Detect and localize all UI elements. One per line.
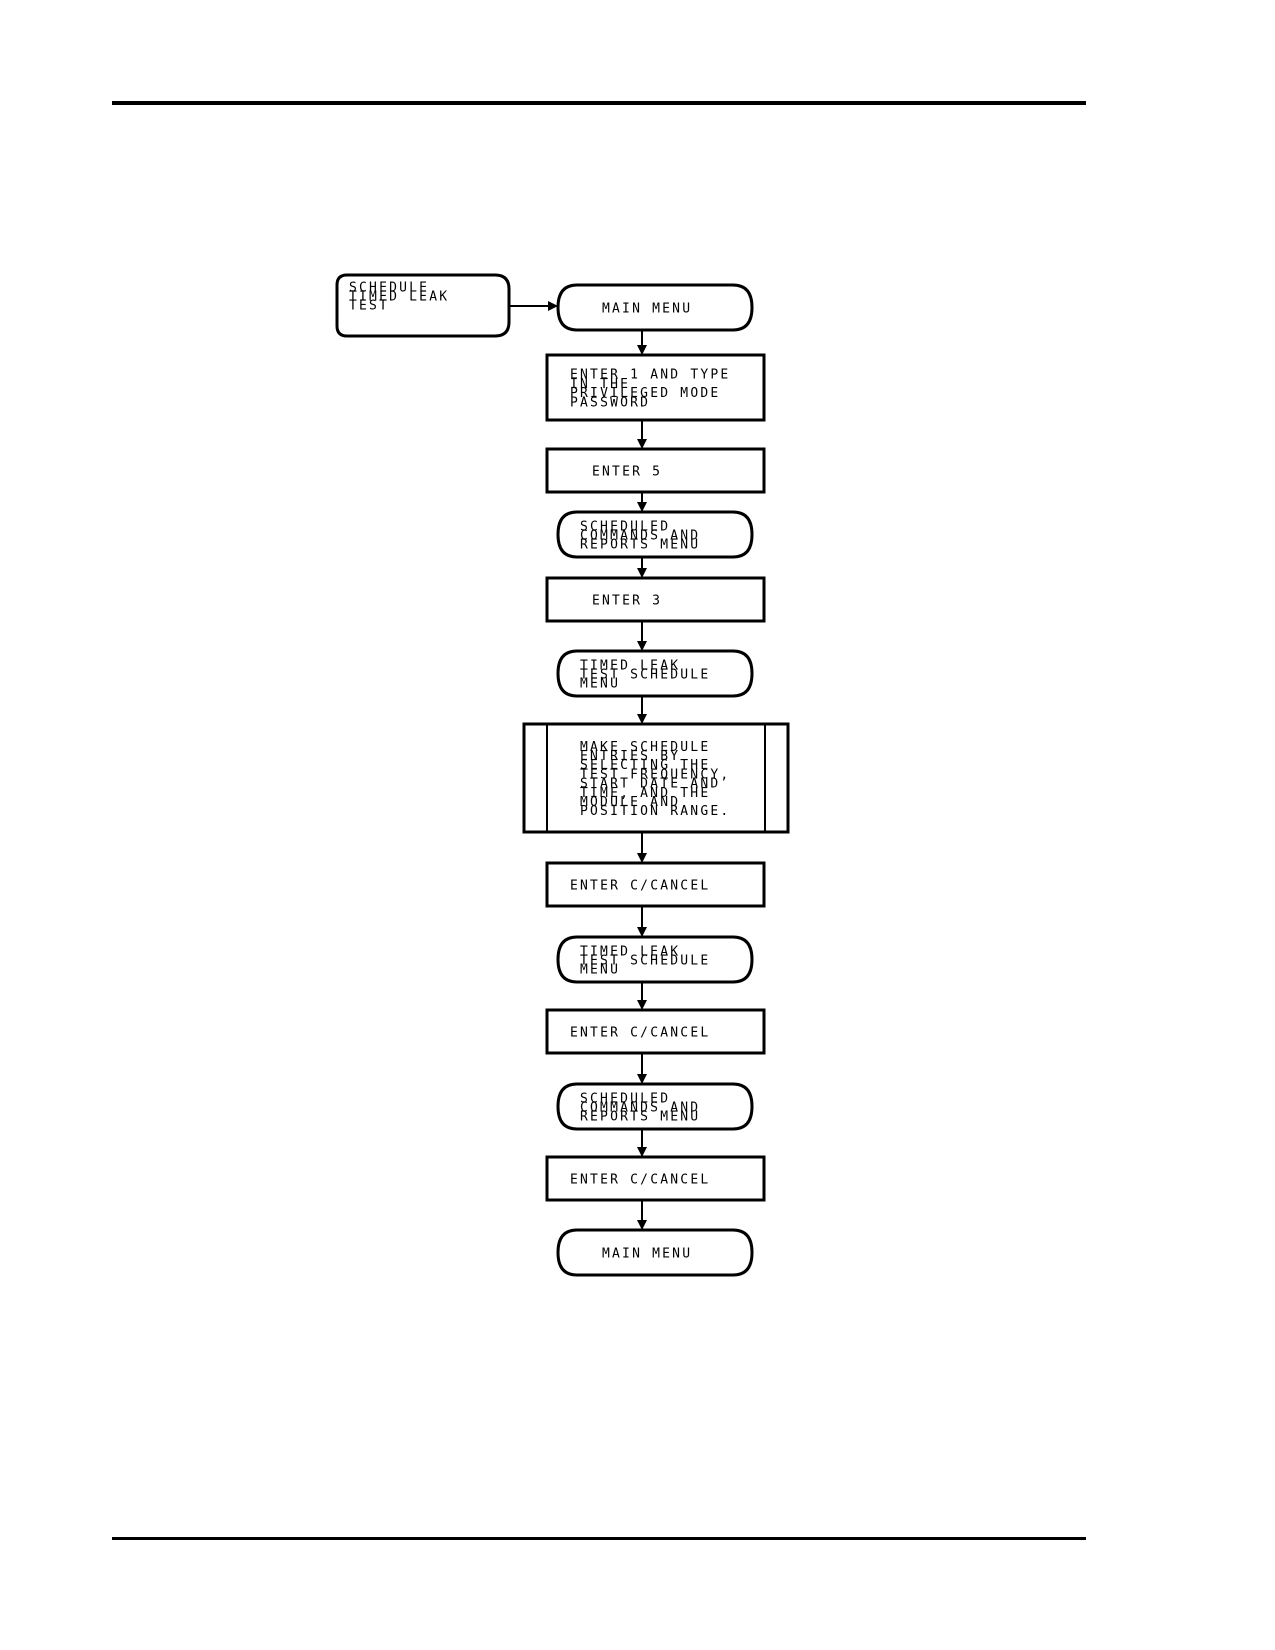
step-10-label: ENTER C/CANCEL [570,1026,710,1041]
connector-3-head [637,502,647,512]
connector-12-head [637,1220,647,1230]
start-terminal [335,273,511,338]
step-8-label: ENTER C/CANCEL [570,879,710,894]
step-2-label: ENTER 1 AND TYPE [570,368,730,383]
step-5-label: ENTER 3 [592,594,662,609]
step-12-action-box [545,1155,766,1202]
step-4-label: REPORTS MENU [580,538,700,553]
step-2-label: IN THE [570,377,630,392]
step-6-menu-terminal [556,649,754,698]
start-connector-head [548,301,558,311]
start-terminal-label: TEST [349,299,389,314]
step-9-label: MENU [580,963,620,978]
step-12-label: ENTER C/CANCEL [570,1173,710,1188]
connector-9-head [637,1000,647,1010]
step-8-action-box [545,861,766,908]
connector-2-head [637,439,647,449]
connector-1-head [637,345,647,355]
top-rule [112,101,1086,105]
step-7-label: TEST FREQUENCY, [580,767,730,782]
step-7-label: MODULE AND [580,795,680,810]
step-3-label: ENTER 5 [592,465,662,480]
connector-11-head [637,1147,647,1157]
step-1-menu-terminal [556,283,754,332]
connector-8-head [637,927,647,937]
step-10-action-box [545,1008,766,1055]
connector-6-head [637,714,647,724]
step-6-label: TEST SCHEDULE [580,668,710,683]
connector-4-head [637,568,647,578]
step-7-process-box [522,722,790,834]
step-6-label: TIMED LEAK [580,658,680,673]
step-6-label: MENU [580,677,620,692]
step-11-menu-terminal [556,1082,754,1131]
step-7-label: MAKE SCHEDULE [580,740,710,755]
step-13-menu-terminal [556,1228,754,1277]
step-4-label: SCHEDULED [580,519,670,534]
step-7-label: START DATE AND [580,777,720,792]
connector-10-head [637,1074,647,1084]
step-7-label: POSITION RANGE. [580,804,730,819]
connector-7-head [637,853,647,863]
step-11-label: REPORTS MENU [580,1110,700,1125]
step-9-label: TEST SCHEDULE [580,954,710,969]
step-7-label: TIME, AND THE [580,786,710,801]
step-2-action-box [545,353,766,422]
step-2-label: PRIVILEGED MODE [570,386,720,401]
step-9-label: TIMED LEAK [580,944,680,959]
step-3-action-box [545,447,766,494]
step-7-label: SELECTING THE [580,758,710,773]
step-7-label: ENTRIES BY [580,749,680,764]
step-13-label: MAIN MENU [602,1247,692,1262]
connector-5-head [637,641,647,651]
step-2-label: PASSWORD [570,395,650,410]
step-9-menu-terminal [556,935,754,984]
bottom-rule [112,1537,1086,1540]
step-4-menu-terminal [556,510,754,559]
step-5-action-box [545,576,766,623]
start-terminal-label: SCHEDULE [349,280,429,295]
step-4-label: COMMANDS AND [580,529,700,544]
step-11-label: SCHEDULED [580,1091,670,1106]
start-terminal-label: TIMED LEAK [349,290,449,305]
step-1-label: MAIN MENU [602,302,692,317]
step-11-label: COMMANDS AND [580,1101,700,1116]
